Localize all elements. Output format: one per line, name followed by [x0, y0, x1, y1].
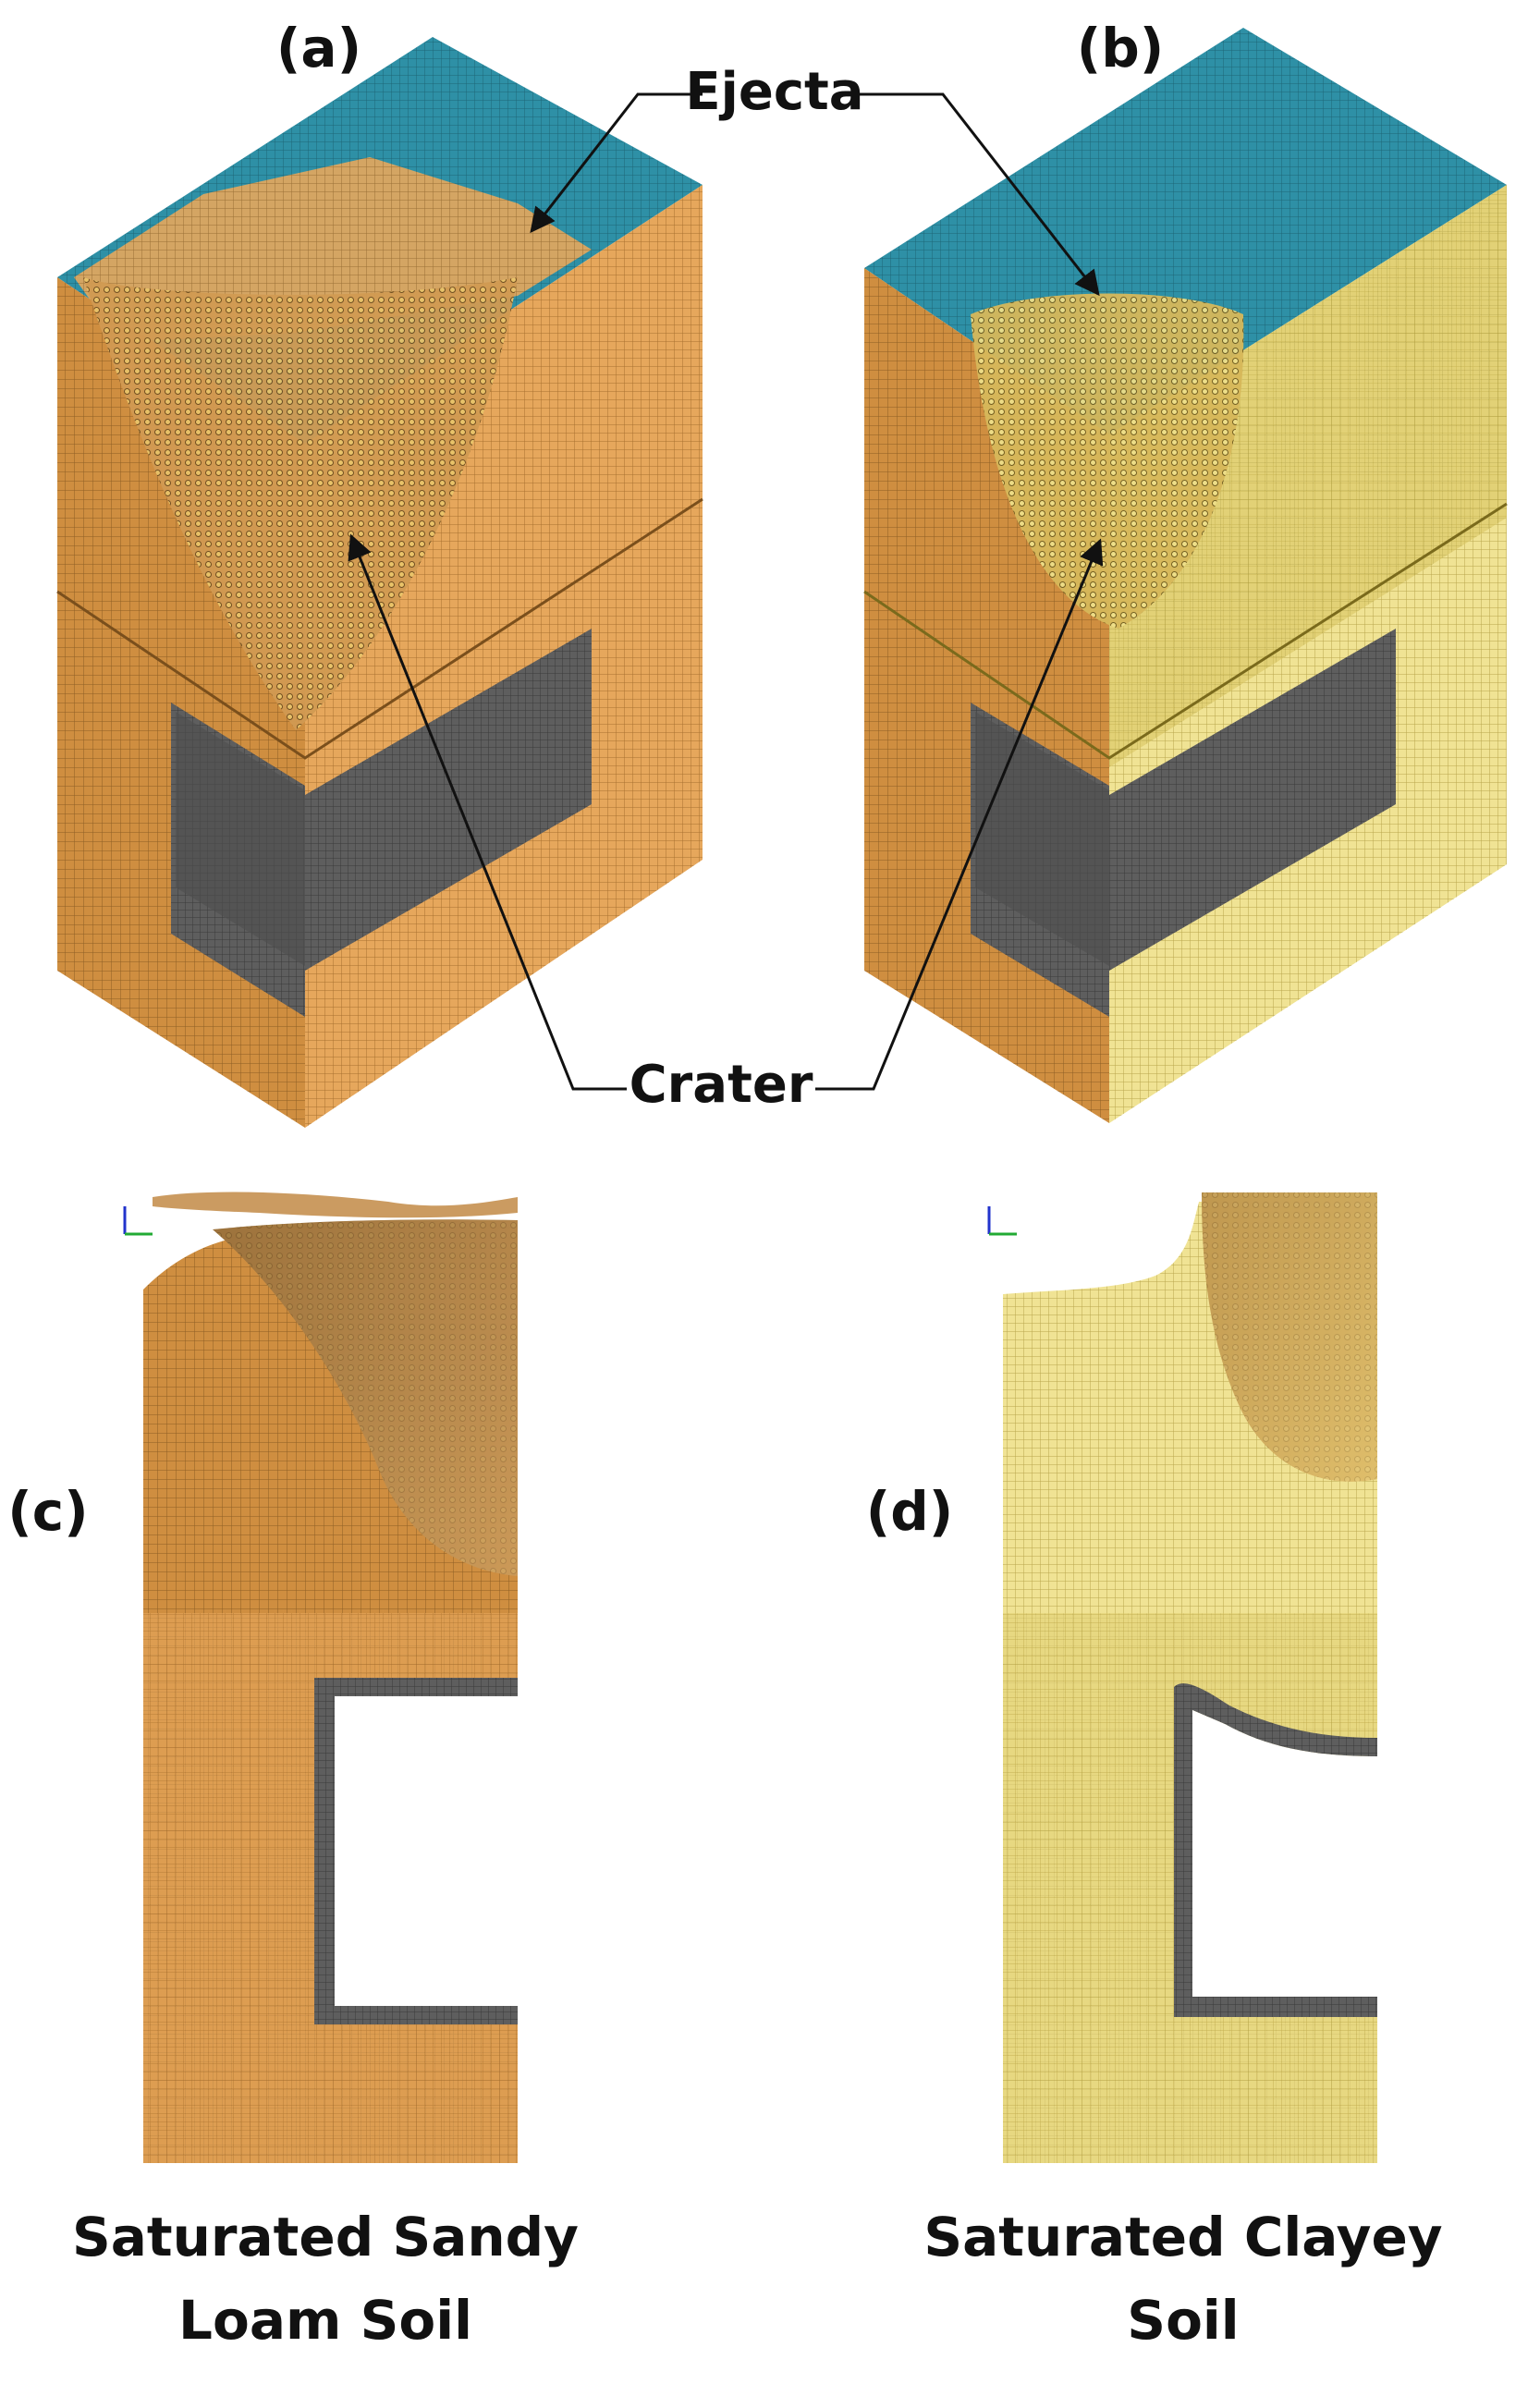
panel-b-model — [863, 28, 1508, 1123]
panel-a-model — [56, 37, 703, 1128]
crater-label: Crater — [629, 1055, 813, 1115]
panel-label-a: (a) — [276, 17, 361, 79]
caption-right-line1: Saturated Clayey — [923, 2206, 1442, 2268]
panel-c-axis-triad — [123, 1206, 153, 1236]
ejecta-leader-lines — [530, 92, 1100, 297]
panel-a-channel-web — [176, 712, 305, 966]
panel-label-c: (c) — [7, 1480, 88, 1543]
panel-a-crater — [83, 277, 518, 730]
panel-d-axis-triad — [987, 1206, 1017, 1236]
panel-c-section — [123, 1192, 518, 2163]
panel-label-b: (b) — [1077, 17, 1165, 79]
panel-label-d: (d) — [866, 1480, 954, 1543]
caption-left-line1: Saturated Sandy — [72, 2206, 579, 2268]
caption-right-line2: Soil — [1127, 2289, 1239, 2352]
caption-left-line2: Loam Soil — [178, 2289, 472, 2352]
ejecta-label: Ejecta — [685, 62, 863, 122]
crater-leader-lines — [348, 533, 1104, 1091]
panel-d-section — [987, 1192, 1377, 2163]
panel-c-ejecta — [153, 1192, 518, 1218]
panel-b-crater — [971, 293, 1244, 629]
